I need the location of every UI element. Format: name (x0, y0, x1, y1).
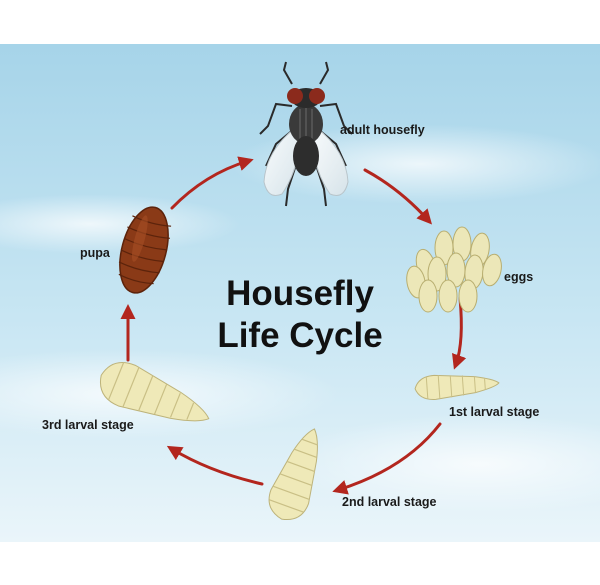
label-3rd-larval-stage: 3rd larval stage (42, 418, 134, 432)
arrow-pupa-to-adult (170, 156, 254, 210)
diagram-background: adult housefly eggs 1st larval stage 2nd… (0, 44, 600, 542)
label-pupa: pupa (80, 246, 110, 260)
cloud (0, 194, 240, 254)
housefly-illustration (259, 61, 353, 207)
life-cycle-diagram (0, 44, 600, 542)
larva3-illustration (100, 362, 210, 422)
arrow-larva2-to-larva3 (166, 445, 264, 486)
diagram-title-line1: Housefly (226, 274, 374, 313)
label-eggs: eggs (504, 270, 534, 284)
arrow-larva1-to-larva2 (332, 422, 442, 495)
eggs-illustration (406, 226, 502, 313)
larva1-illustration (414, 374, 500, 400)
cycle-arrows (120, 156, 467, 495)
larva2-illustration (268, 428, 318, 521)
label-2nd-larval-stage: 2nd larval stage (342, 495, 437, 509)
label-adult-housefly: adult housefly (340, 123, 425, 137)
pupa-illustration (118, 206, 172, 294)
label-1st-larval-stage: 1st larval stage (449, 405, 540, 419)
diagram-title-line2: Life Cycle (217, 316, 383, 355)
cloud (280, 414, 600, 514)
arrow-adult-to-eggs (363, 168, 433, 225)
